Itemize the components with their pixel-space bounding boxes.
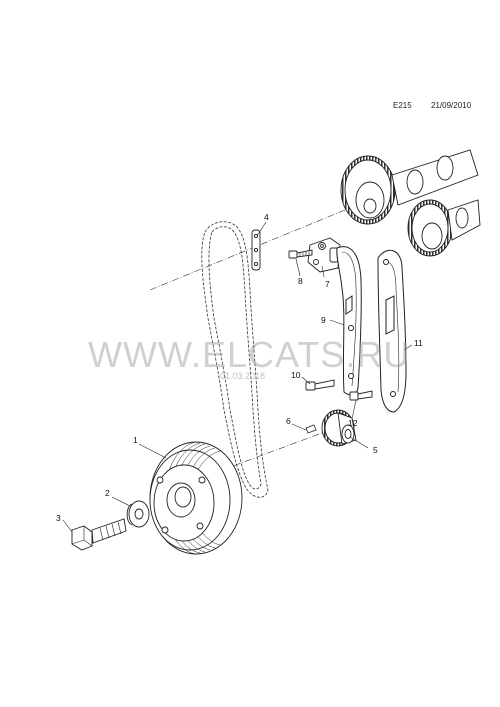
callout-8: 8 <box>298 276 303 286</box>
callout-10: 10 <box>291 370 301 380</box>
chain-link-part <box>251 229 261 271</box>
leader-lines <box>62 221 413 533</box>
washer <box>126 500 150 528</box>
callout-9: 9 <box>321 315 326 325</box>
callout-numbers: 1 2 3 4 5 6 7 8 9 10 11 12 <box>56 212 423 523</box>
callout-1: 1 <box>133 435 138 445</box>
guide-bolt-10 <box>305 379 335 391</box>
crankshaft-pulley <box>149 441 243 555</box>
watermark-text: WWW.ELCATS.RU <box>88 334 411 375</box>
diagram-code: E215 <box>393 101 412 110</box>
callout-7: 7 <box>325 279 330 289</box>
guide-bolt-12 <box>349 390 373 401</box>
timing-chain <box>201 221 269 498</box>
callout-3: 3 <box>56 513 61 523</box>
woodruff-key <box>305 424 317 434</box>
diagram-date: 21/09/2010 <box>431 101 472 110</box>
chain-tensioner <box>307 237 341 273</box>
tensioner-bolt <box>288 249 313 259</box>
callout-11: 11 <box>414 338 423 348</box>
callout-5: 5 <box>373 445 378 455</box>
callout-4: 4 <box>264 212 269 222</box>
camshaft-sprocket-upper <box>340 149 479 225</box>
camshaft-sprocket-lower <box>407 199 481 257</box>
chain-guide-fixed <box>377 249 407 413</box>
watermark-date: 01.03.2018 <box>220 371 266 381</box>
callout-12: 12 <box>348 418 358 428</box>
pulley-bolt <box>71 518 127 551</box>
callout-6: 6 <box>286 416 291 426</box>
callout-2: 2 <box>105 488 110 498</box>
crankshaft-sprocket <box>321 409 357 447</box>
centre-lines <box>149 209 346 496</box>
